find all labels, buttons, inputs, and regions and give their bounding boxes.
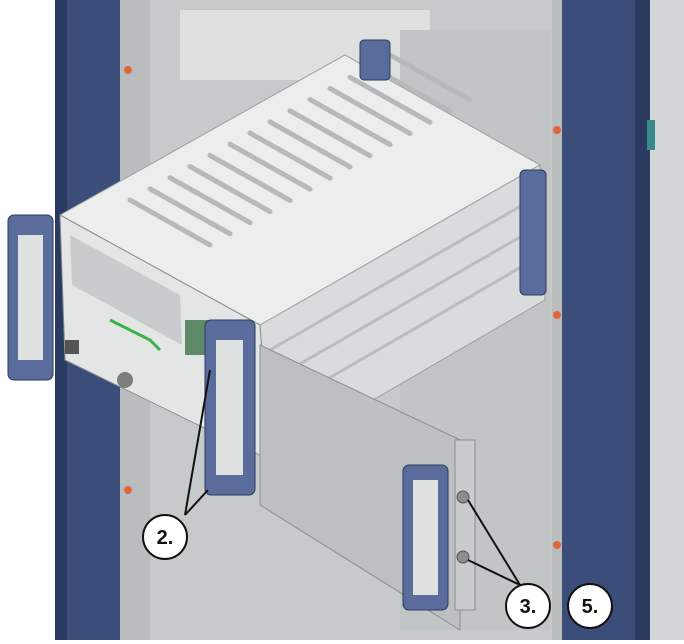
callout-5: 5. [567, 583, 613, 629]
leader-line-2b [184, 489, 209, 516]
front-handle-left [7, 214, 54, 381]
callout-3-label: 3. [520, 596, 537, 618]
front-connector [65, 340, 79, 354]
vent-slot [307, 97, 393, 148]
vent-slot [327, 85, 413, 136]
front-handle-right [402, 464, 449, 611]
rack-post-right [552, 0, 684, 640]
mounting-bracket [454, 439, 476, 611]
front-handle-middle [204, 319, 256, 496]
vent-slot [347, 74, 433, 125]
vent-slot [207, 152, 293, 203]
rear-shelf [180, 10, 430, 80]
leader-line-2a [184, 369, 211, 516]
mounting-hole [553, 311, 561, 319]
leader-line-3a [467, 499, 521, 586]
callout-3: 3. [505, 583, 551, 629]
vent-slot [287, 108, 373, 159]
mounting-hole [124, 486, 132, 494]
vent-slot [147, 186, 233, 237]
callout-2: 2. [142, 514, 188, 560]
callout-2-label: 2. [157, 527, 174, 549]
rear-handle-right [519, 169, 547, 296]
front-grille [70, 235, 182, 345]
leader-lines [184, 369, 521, 586]
front-knob [117, 372, 133, 388]
mounting-screw [456, 550, 470, 564]
vent-slot [187, 164, 273, 215]
vent-slot [387, 52, 473, 103]
vent-slot [227, 141, 313, 192]
vent-slot [167, 175, 253, 226]
rail-clip [647, 120, 655, 150]
status-leds [109, 318, 162, 352]
mounting-hole [553, 126, 561, 134]
vent-slot [267, 119, 353, 170]
mounting-hole [553, 541, 561, 549]
rear-handle-left [359, 39, 391, 81]
vent-slot [127, 197, 213, 248]
leader-line-3b [467, 559, 521, 586]
callout-5-label: 5. [582, 596, 599, 618]
mounting-hole [124, 66, 132, 74]
vent-slot [247, 130, 333, 181]
mounting-screw [456, 490, 470, 504]
